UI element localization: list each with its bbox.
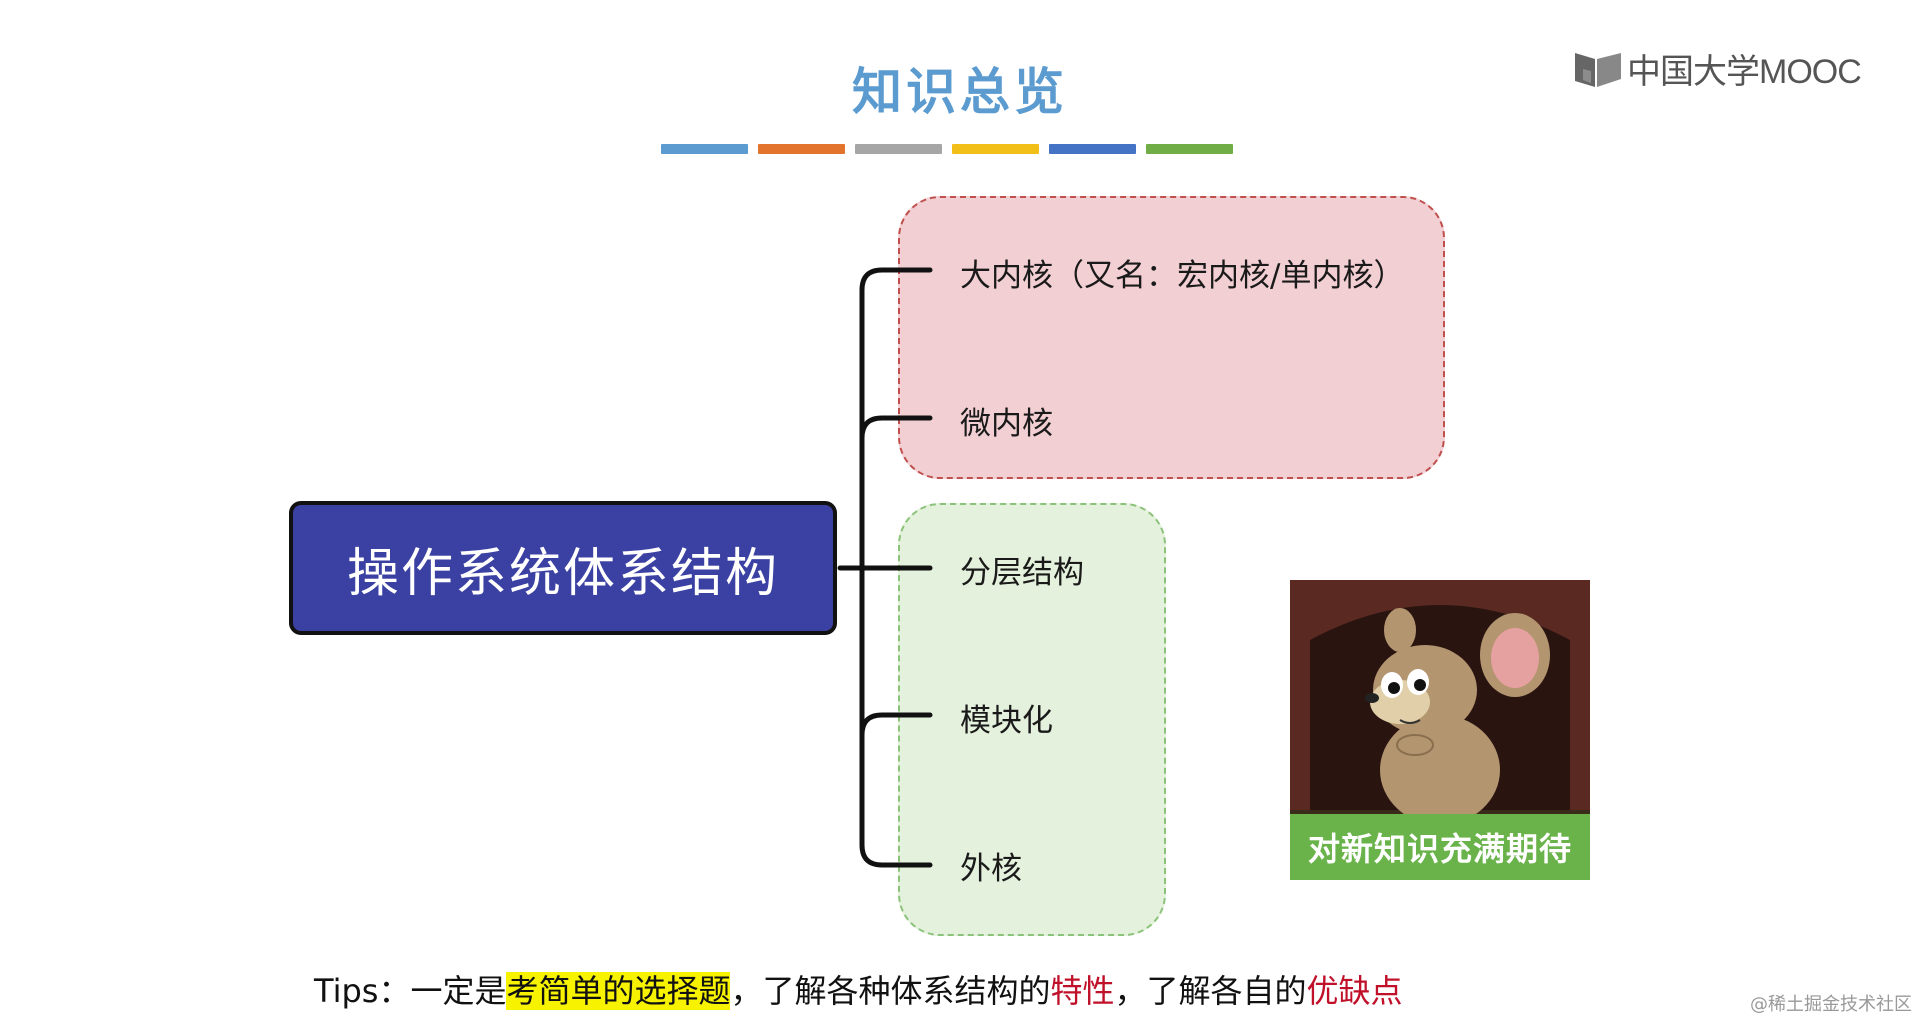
tips-mid2: ，了解各自的 — [1114, 972, 1307, 1010]
kernel-group-box — [898, 196, 1445, 479]
leaf-modular: 模块化 — [960, 703, 1053, 739]
structure-group-box — [898, 503, 1166, 936]
meme-caption: 对新知识充满期待 — [1290, 814, 1590, 880]
color-bar — [855, 144, 942, 154]
leaf-exokernel: 外核 — [960, 851, 1022, 887]
color-bar — [952, 144, 1039, 154]
root-node: 操作系统体系结构 — [289, 501, 837, 635]
connector-branch — [859, 712, 933, 738]
color-bar — [758, 144, 845, 154]
tips-prefix: Tips：一定是 — [314, 972, 507, 1010]
leaf-monolithic-kernel: 大内核（又名：宏内核/单内核） — [960, 258, 1405, 294]
tips-line: Tips：一定是考简单的选择题，了解各种体系结构的特性，了解各自的优缺点 — [314, 966, 1403, 1012]
meme-image: 对新知识充满期待 — [1290, 580, 1590, 880]
color-bar — [661, 144, 748, 154]
color-bar — [1146, 144, 1233, 154]
mooc-book-icon — [1575, 52, 1621, 87]
color-bar — [1049, 144, 1136, 154]
page-title: 知识总览 — [852, 63, 1068, 121]
leaf-microkernel: 微内核 — [960, 406, 1053, 442]
watermark: @稀土掘金技术社区 — [1750, 994, 1912, 1015]
tips-mid: ，了解各种体系结构的 — [730, 972, 1051, 1010]
connector-spine — [859, 267, 933, 868]
tips-emphasis-features: 特性 — [1050, 972, 1115, 1010]
mooc-logo: 中国大学MOOC — [1573, 44, 1862, 93]
tips-emphasis-pros-cons: 优缺点 — [1306, 972, 1403, 1010]
logo-text: 中国大学MOOC — [1627, 53, 1862, 91]
leaf-layered-structure: 分层结构 — [960, 555, 1084, 591]
color-bar-divider — [661, 144, 1233, 154]
tips-highlight: 考简单的选择题 — [506, 972, 731, 1010]
connector-branch — [859, 415, 933, 441]
